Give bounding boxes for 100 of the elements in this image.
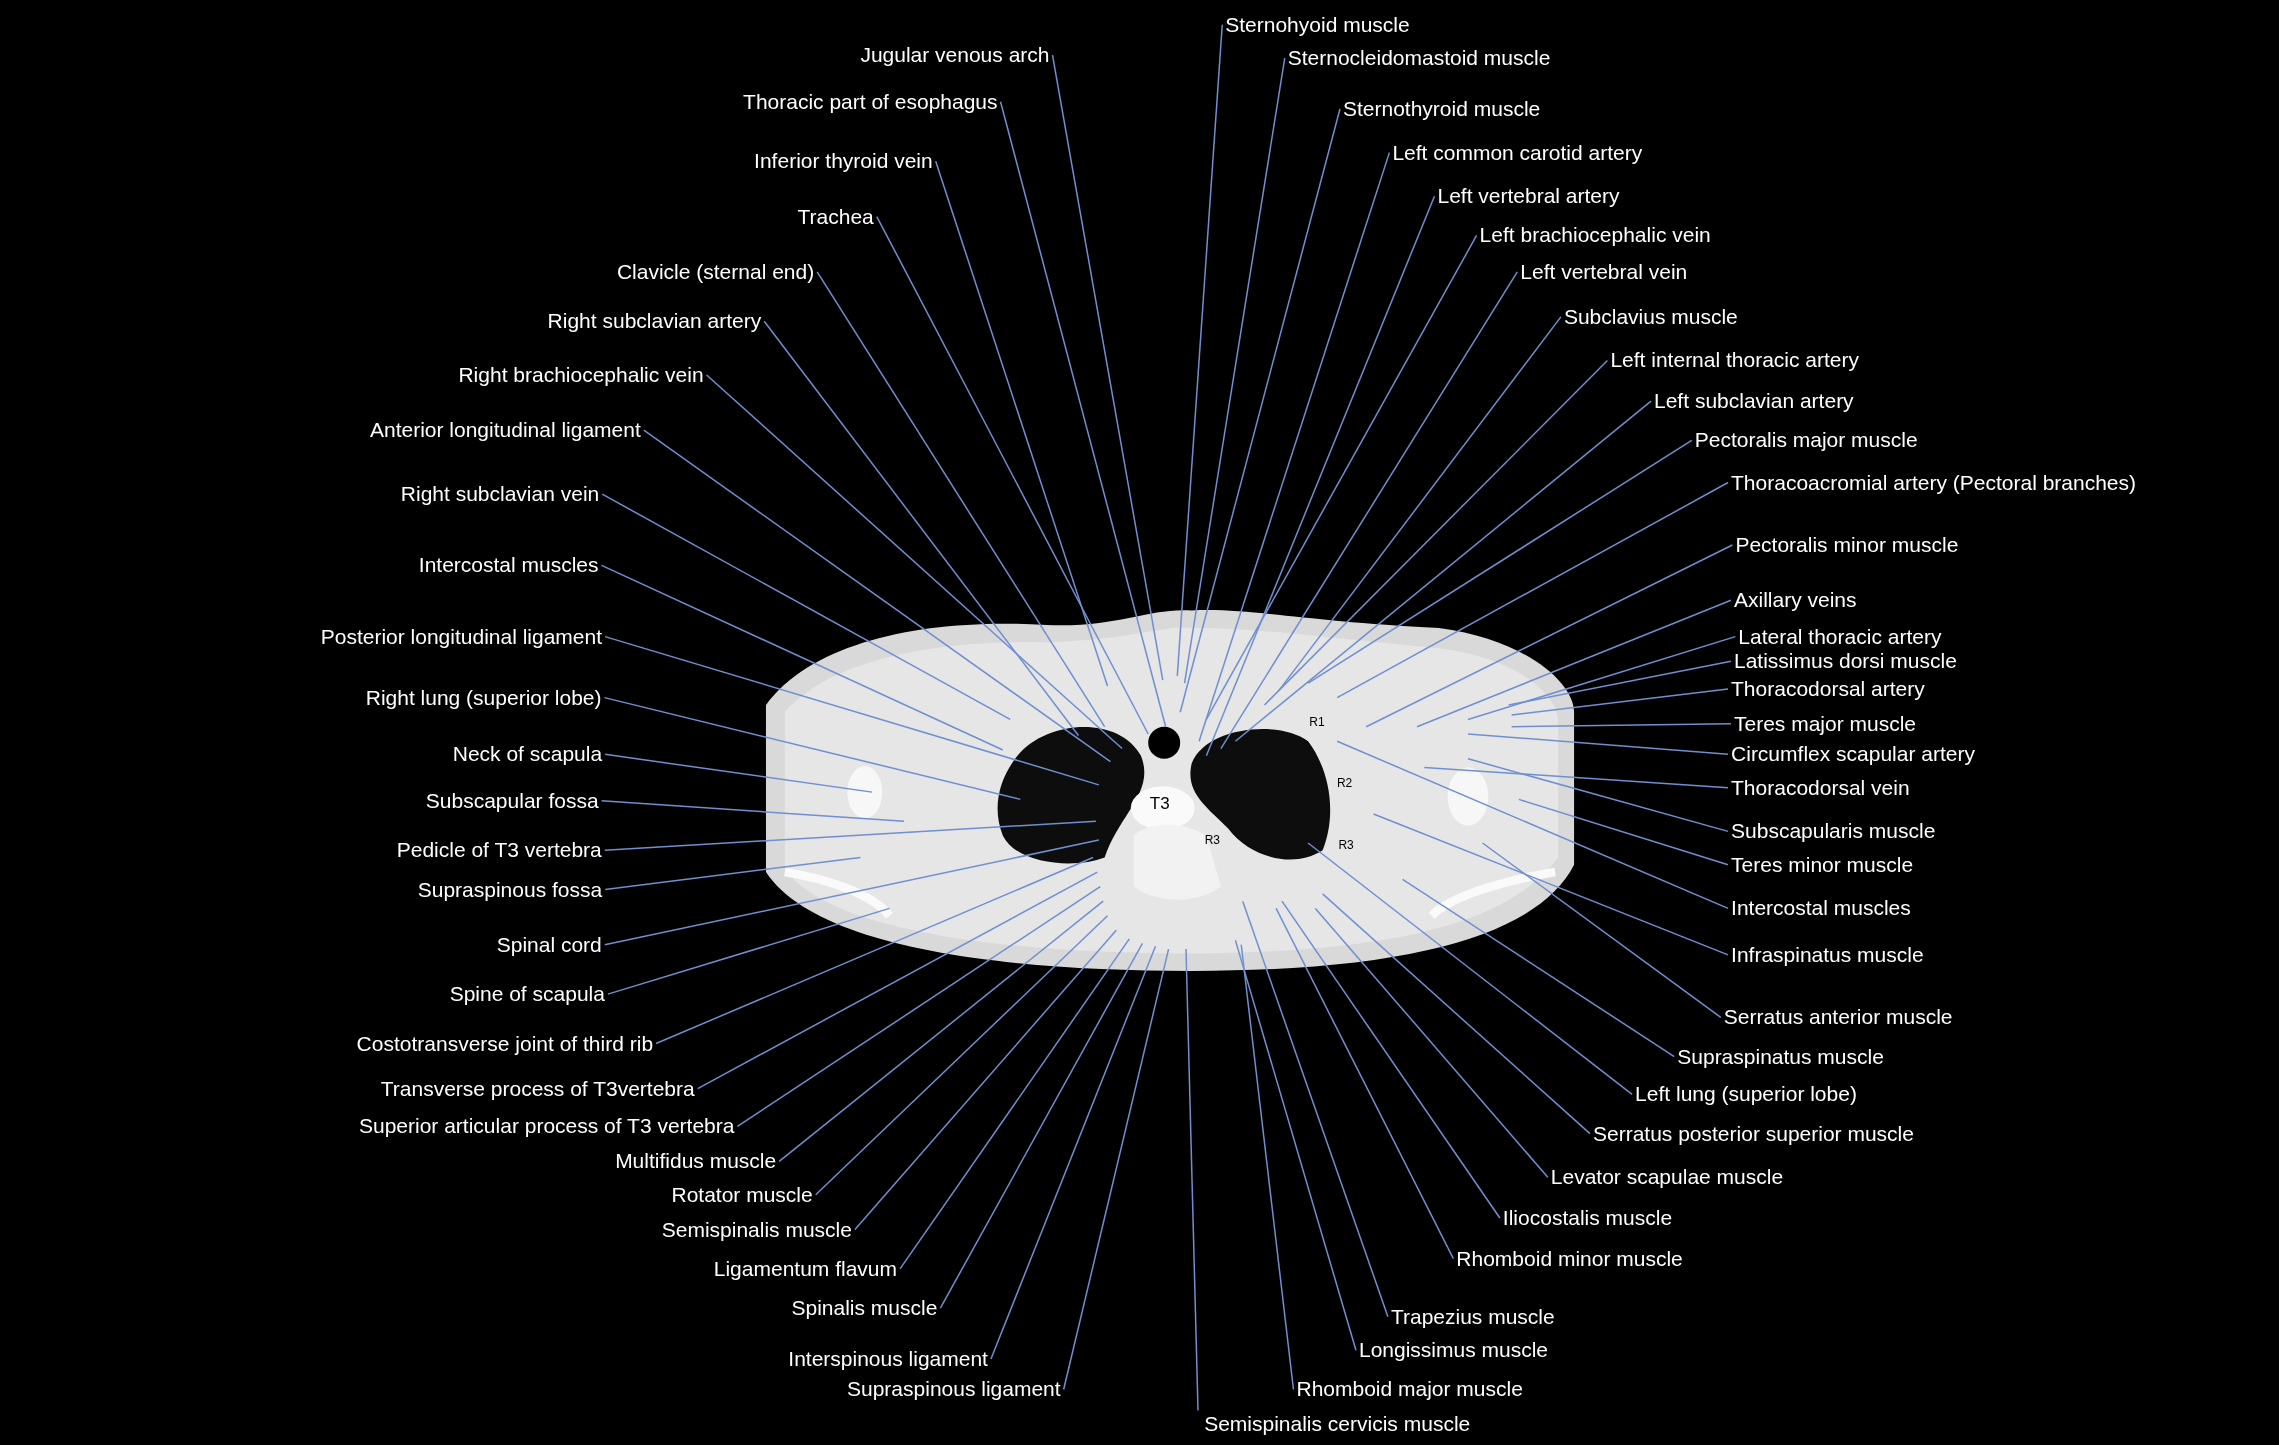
structure-label: Serratus posterior superior muscle xyxy=(1592,1121,1914,1146)
structure-label: Intercostal muscles xyxy=(418,553,599,578)
leader-line xyxy=(1307,842,1633,1096)
structure-label: Sternohyoid muscle xyxy=(1225,12,1410,37)
structure-label: Sternothyroid muscle xyxy=(1342,97,1541,121)
leader-line xyxy=(1365,544,1734,728)
structure-label: Pedicle of T3 vertebra xyxy=(396,838,602,863)
structure-label: Semispinalis muscle xyxy=(661,1217,852,1242)
structure-label: Rotator muscle xyxy=(671,1182,813,1207)
structure-label: Left common carotid artery xyxy=(1392,140,1643,165)
leader-line xyxy=(778,900,1104,1163)
structure-label: Pectoralis major muscle xyxy=(1694,428,1918,453)
structure-label: Neck of scapula xyxy=(452,742,603,767)
leader-line xyxy=(939,942,1144,1309)
structure-label: Anterior longitudinal ligament xyxy=(369,418,641,443)
structure-label: Right brachiocephalic vein xyxy=(458,363,704,387)
structure-label: Semispinalis cervicis muscle xyxy=(1204,1412,1471,1437)
structure-label: Rhomboid minor muscle xyxy=(1456,1246,1683,1271)
structure-label: Latissimus dorsi muscle xyxy=(1733,649,1957,674)
leader-line xyxy=(604,856,862,891)
structure-label: Infraspinatus muscle xyxy=(1731,942,1924,967)
structure-label: Trachea xyxy=(797,204,874,229)
structure-label: Teres major muscle xyxy=(1733,711,1916,736)
structure-label: Left internal thoracic artery xyxy=(1610,348,1860,373)
leader-line xyxy=(1205,195,1436,757)
structure-label: Jugular venous arch xyxy=(860,43,1050,68)
leader-line xyxy=(1307,439,1693,684)
anatomical-marker: T3 xyxy=(1149,797,1170,811)
leader-line xyxy=(655,856,1094,1045)
structure-label: Clavicle (sternal end) xyxy=(616,259,815,284)
leader-line xyxy=(600,800,905,822)
leader-line xyxy=(999,101,1167,728)
structure-label: Supraspinatus muscle xyxy=(1677,1044,1884,1069)
structure-label: Right subclavian vein xyxy=(400,482,600,507)
leader-line xyxy=(696,871,1099,1090)
leader-line xyxy=(1179,108,1341,713)
structure-label: Left lung (superior lobe) xyxy=(1635,1082,1857,1107)
leader-line xyxy=(643,429,1112,763)
structure-label: Circumflex scapular artery xyxy=(1731,742,1975,767)
leader-line xyxy=(990,945,1157,1360)
leader-line xyxy=(1281,900,1501,1219)
leader-line xyxy=(601,493,1011,721)
structure-label: Right subclavian artery xyxy=(547,309,762,334)
structure-label: Superior articular process of T3 vertebra xyxy=(359,1114,735,1139)
structure-label: Levator scapulae muscle xyxy=(1550,1165,1784,1190)
leader-line xyxy=(1314,907,1549,1179)
leader-line xyxy=(604,753,873,793)
structure-label: Thoracoacromial artery (Pectoral branches) xyxy=(1731,470,2137,495)
structure-label: Ligamentum flavum xyxy=(713,1256,897,1281)
leader-line xyxy=(1263,359,1609,706)
leader-line xyxy=(1481,842,1722,1019)
leader-line xyxy=(1372,813,1729,956)
structure-label: Interspinous ligament xyxy=(788,1346,988,1371)
anatomical-marker: R3 xyxy=(1204,833,1220,847)
leader-line xyxy=(1401,878,1675,1058)
structure-label: Sternocleidomastoid muscle xyxy=(1287,46,1551,71)
structure-label: Left vertebral artery xyxy=(1437,184,1620,209)
structure-label: Subclavius muscle xyxy=(1563,304,1738,329)
structure-label: Costotransverse joint of third rib xyxy=(356,1031,654,1056)
leader-line xyxy=(1518,798,1729,866)
structure-label: Thoracodorsal vein xyxy=(1731,775,1910,800)
leader-line xyxy=(1176,23,1223,677)
leader-line xyxy=(1510,688,1729,716)
leader-line xyxy=(1507,660,1732,706)
structure-label: Pectoralis minor muscle xyxy=(1735,533,1959,558)
leader-line xyxy=(814,914,1109,1196)
structure-label: Serratus anterior muscle xyxy=(1723,1005,1953,1030)
leader-line xyxy=(816,271,1106,728)
leader-line xyxy=(736,885,1101,1128)
leader-line xyxy=(1183,57,1286,684)
structure-label: Rhomboid major muscle xyxy=(1296,1377,1523,1402)
leader-line xyxy=(876,215,1149,735)
structure-label: Intercostal muscles xyxy=(1731,896,1911,921)
leader-line xyxy=(1416,599,1732,728)
leader-line xyxy=(1278,316,1562,692)
leader-line xyxy=(1423,766,1729,789)
leader-line xyxy=(1241,900,1389,1318)
leader-line xyxy=(604,635,1100,786)
structure-label: Spine of scapula xyxy=(449,982,605,1007)
leader-line xyxy=(1234,400,1652,742)
structure-label: Left vertebral vein xyxy=(1520,259,1688,284)
structure-label: Right lung (superior lobe) xyxy=(365,685,602,710)
structure-label: Teres minor muscle xyxy=(1731,852,1914,877)
structure-label: Axillary veins xyxy=(1733,588,1857,613)
leader-line xyxy=(1336,740,1729,910)
structure-label: Lateral thoracic artery xyxy=(1738,624,1942,649)
structure-label: Subscapular fossa xyxy=(425,788,599,813)
structure-label: Posterior longitudinal ligament xyxy=(320,624,603,649)
anatomical-marker: R3 xyxy=(1338,839,1354,853)
structure-label: Left subclavian artery xyxy=(1654,389,1854,414)
leader-line xyxy=(1051,54,1164,681)
leader-line xyxy=(604,839,1100,946)
anatomical-marker: R1 xyxy=(1309,715,1325,729)
leader-line xyxy=(1240,944,1295,1391)
leader-line xyxy=(1275,907,1455,1260)
leader-line xyxy=(607,907,891,995)
leader-line xyxy=(1062,948,1170,1391)
leader-line xyxy=(1467,757,1729,833)
structure-label: Spinal cord xyxy=(496,932,602,957)
anatomical-marker: R2 xyxy=(1336,776,1353,790)
